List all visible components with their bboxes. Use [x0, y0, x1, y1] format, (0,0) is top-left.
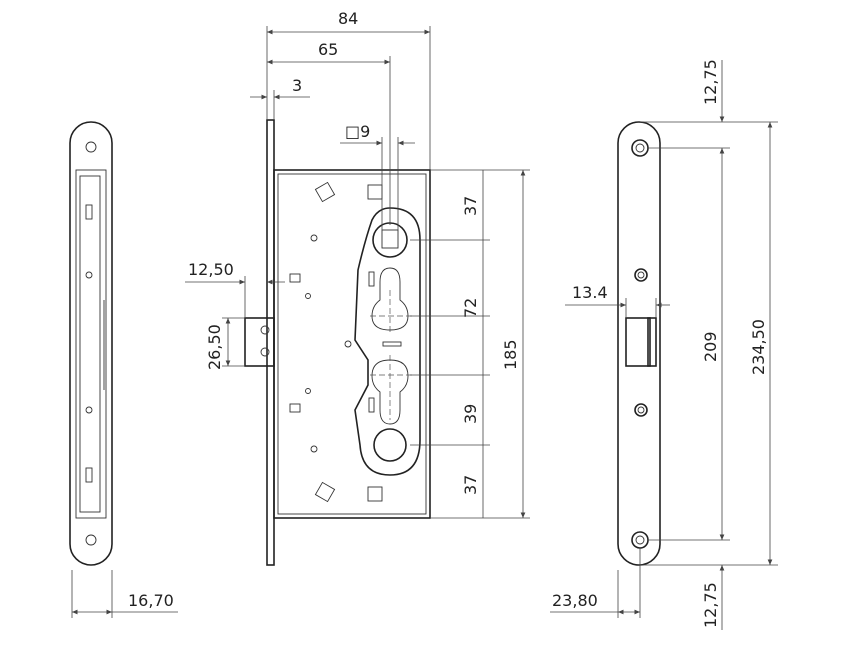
dim-strike-projection: 13.4 — [572, 283, 608, 302]
dim-faceplate-length: 234,50 — [749, 319, 768, 375]
faceplate-side-view: 16,70 — [69, 121, 178, 618]
dim-spindle-to-cylinder: 72 — [461, 298, 480, 318]
lock-case-view: 84 65 3 □9 37 72 185 39 37 12,50 26,50 — [185, 9, 530, 566]
dim-bottom-to-hole: 37 — [461, 475, 480, 495]
dim-screw-offset-bottom: 12,75 — [701, 582, 720, 628]
dim-spindle-square: □9 — [345, 122, 370, 141]
dim-case-height: 185 — [501, 339, 520, 370]
dim-backset: 65 — [318, 40, 338, 59]
dim-overall-width: 84 — [338, 9, 358, 28]
dim-top-to-spindle: 37 — [461, 196, 480, 216]
dim-latch-projection: 12,50 — [188, 260, 234, 279]
strike-plate-view: 13.4 23,80 12,75 209 234,50 12,75 — [550, 59, 778, 630]
dim-faceplate-depth: 16,70 — [128, 591, 174, 610]
dim-cylinder-spacing: 39 — [461, 404, 480, 424]
dim-faceplate-thickness: 3 — [292, 76, 302, 95]
dim-strike-width: 23,80 — [552, 591, 598, 610]
dim-screw-spacing: 209 — [701, 331, 720, 362]
dim-screw-offset-top: 12,75 — [701, 59, 720, 105]
dim-latch-height: 26,50 — [205, 324, 224, 370]
